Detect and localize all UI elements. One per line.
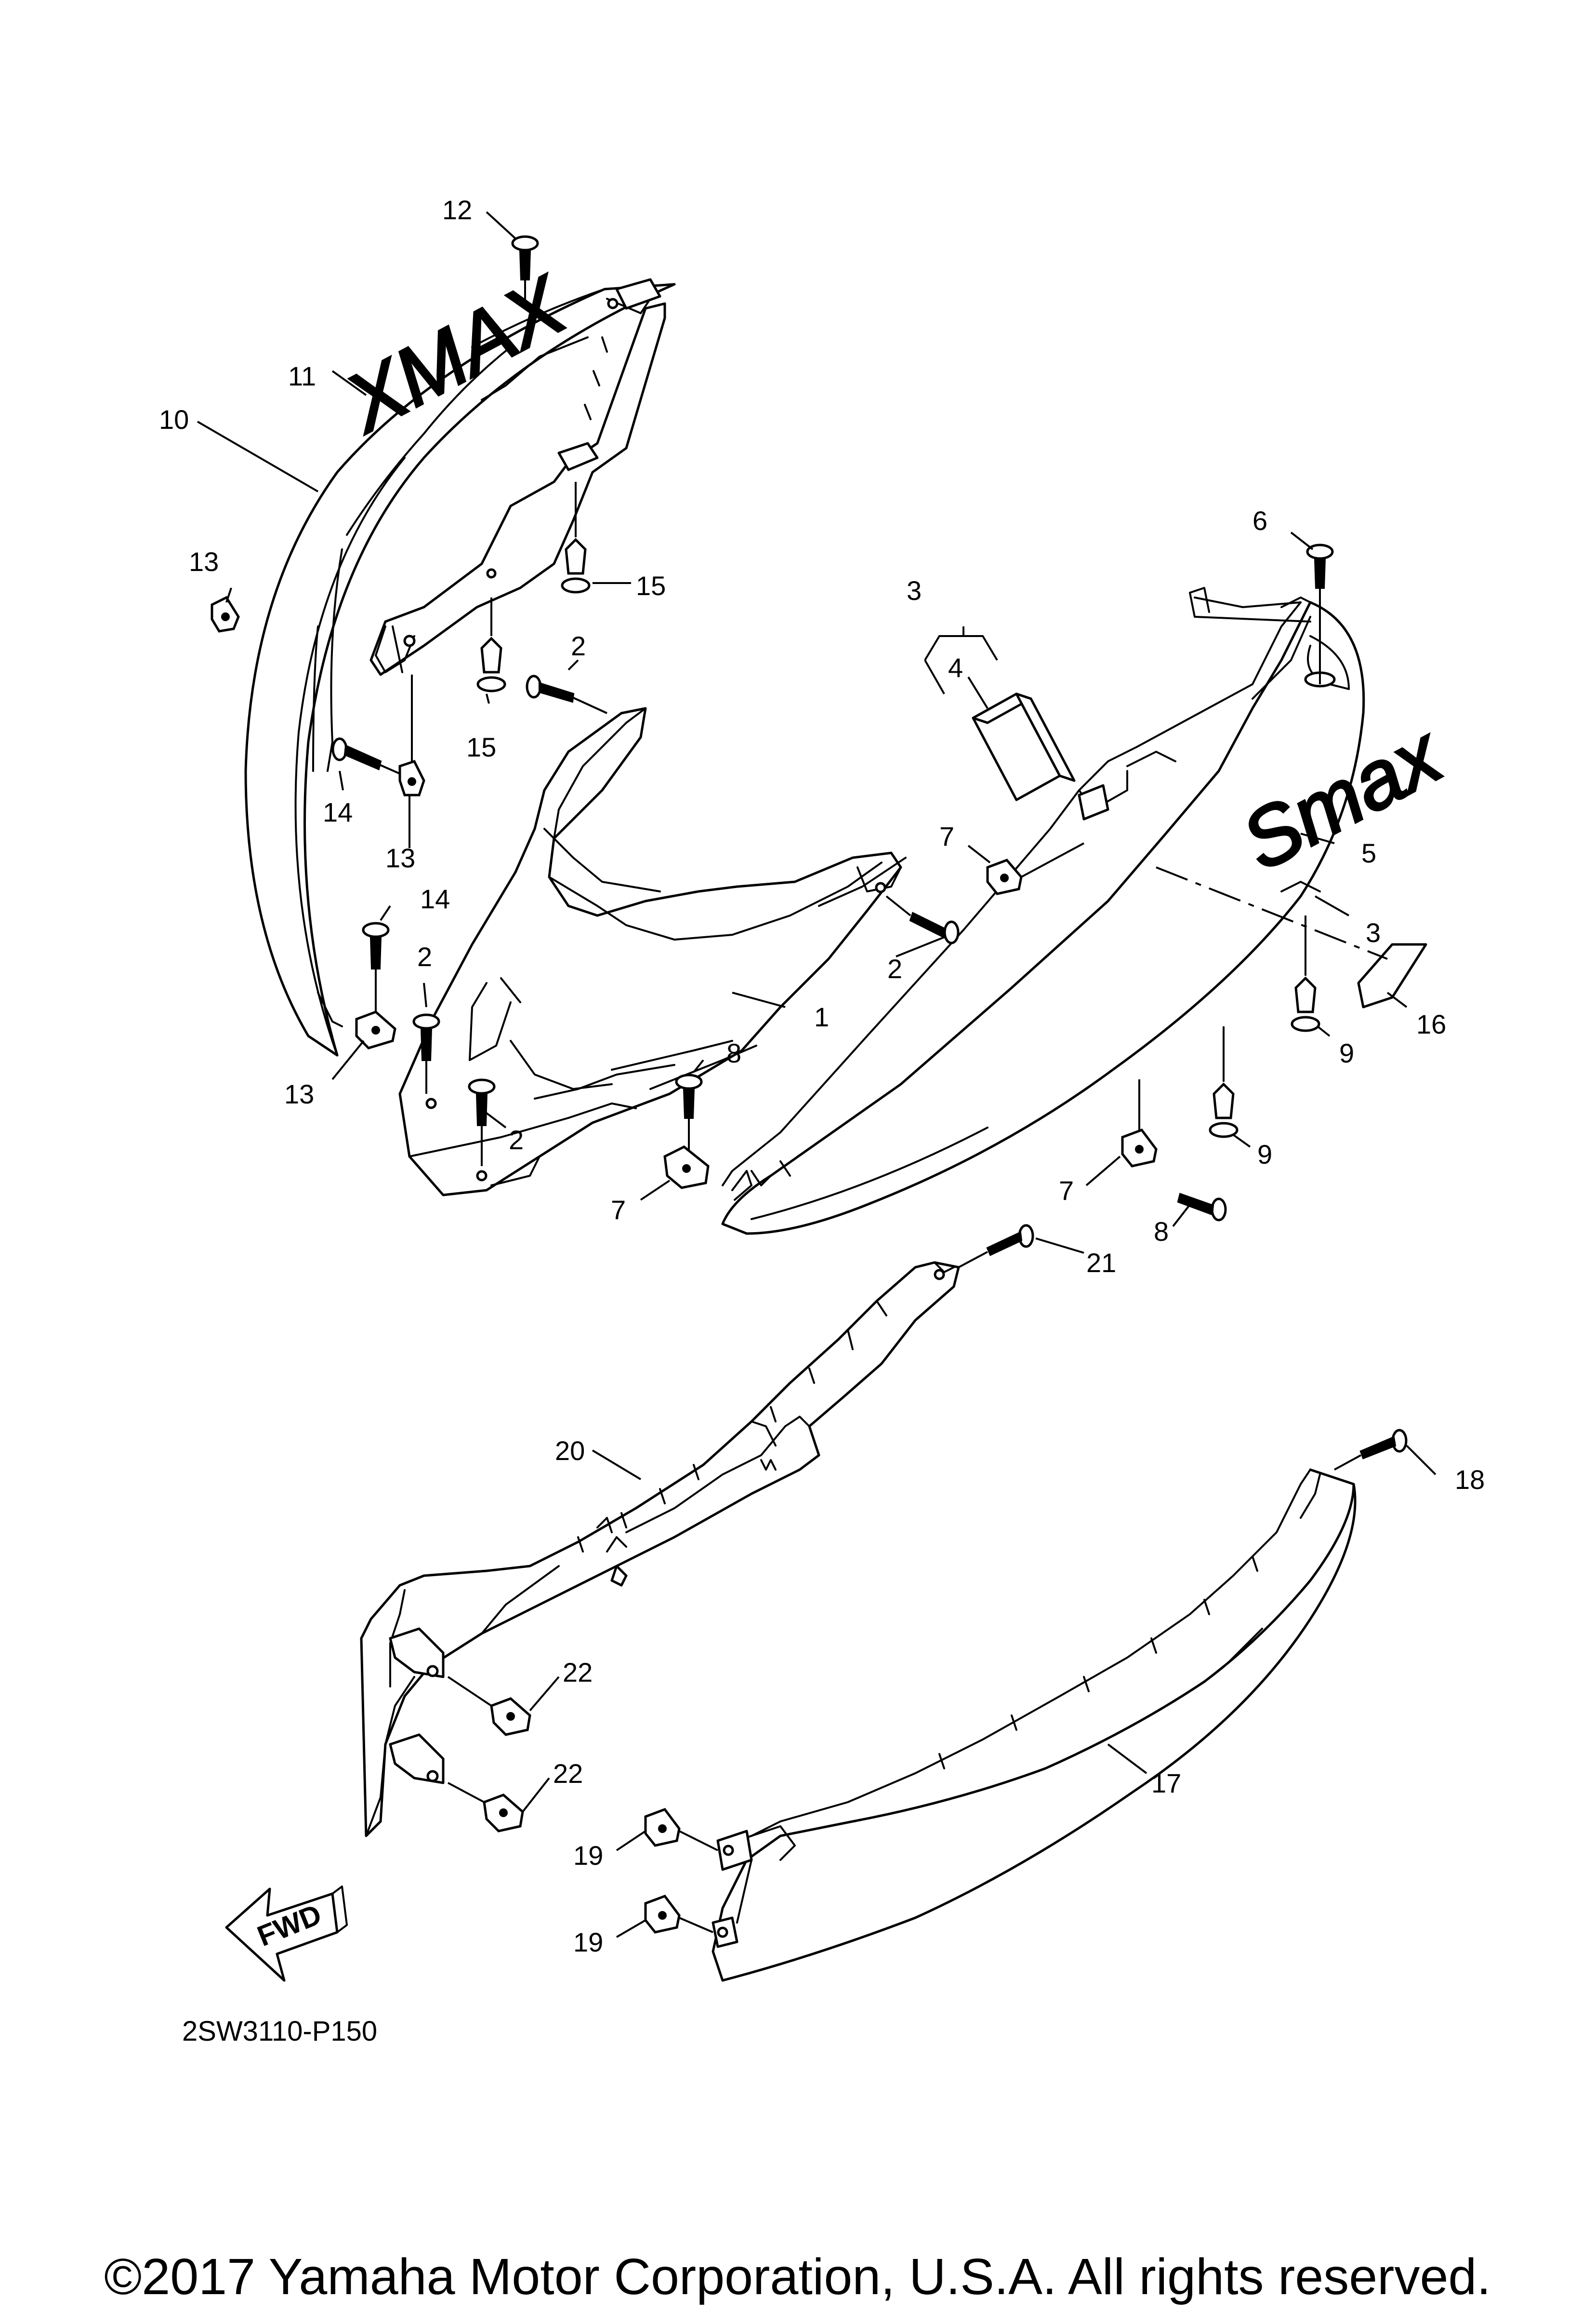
screw-14-lower: [362, 922, 390, 1017]
callout-numbers: 12 11 10 13 15 15 2 14 13 14 2 13 2 1 8 …: [159, 195, 1485, 1957]
clip-9-upper: [1291, 916, 1320, 1032]
callout-10: 10: [159, 404, 189, 435]
fwd-arrow-icon: FWD: [225, 1886, 348, 1982]
screw-2-mid: [412, 1013, 440, 1094]
diagram-code: 2SW3110-P150: [182, 2016, 377, 2047]
part-3-bracket-line: [924, 635, 998, 694]
callout-14-upper: 14: [323, 797, 353, 827]
callout-22-lower: 22: [553, 1758, 583, 1789]
callout-20: 20: [555, 1435, 585, 1466]
part-1-inner-panel: [398, 707, 907, 1196]
screw-21: [958, 1224, 1034, 1268]
callout-12: 12: [442, 195, 472, 225]
screw-2-low: [468, 1078, 496, 1166]
callout-8-left: 8: [726, 1038, 741, 1068]
nut-13-upper: [398, 675, 425, 797]
callout-9-lower: 9: [1257, 1139, 1272, 1169]
nut-19-upper: [644, 1808, 718, 1851]
callout-7-lower: 7: [1059, 1175, 1074, 1206]
screw-18: [1334, 1429, 1408, 1471]
callout-22-upper: 22: [563, 1657, 593, 1687]
callout-3-right: 3: [1366, 917, 1381, 948]
part-17-lower-cover: [712, 1468, 1357, 1982]
callout-7-left: 7: [611, 1195, 626, 1225]
screw-6: [1306, 544, 1334, 684]
part-4-label-block: [972, 692, 1076, 801]
screw-8-left: [675, 1074, 703, 1152]
callout-7-upper: 7: [939, 821, 954, 851]
nut-7-lower: [1121, 1079, 1158, 1168]
clip-9-lower: [1209, 1026, 1239, 1138]
callout-19-lower: 19: [573, 1927, 603, 1957]
screw-2-top: [526, 675, 607, 714]
callout-2-low: 2: [509, 1125, 524, 1155]
callout-13-mid: 13: [385, 843, 415, 873]
screw-12: [511, 235, 539, 304]
nut-7-left: [663, 1145, 710, 1189]
callout-9-upper: 9: [1339, 1038, 1354, 1068]
part-16-label-plate: [1156, 866, 1427, 1009]
nut-22-upper: [447, 1676, 531, 1736]
nut-13-lower: [355, 1010, 396, 1049]
part-20-lower-member: [360, 1261, 960, 1837]
part-10-front-panel: [244, 283, 676, 1057]
callout-21: 21: [1086, 1248, 1116, 1278]
callout-16: 16: [1416, 1009, 1446, 1039]
clip-15-lower: [476, 598, 506, 692]
part-10-inner-rail: [369, 278, 666, 676]
callout-15-lower: 15: [466, 732, 496, 762]
screw-8-right: [1177, 1193, 1227, 1222]
callout-19-upper: 19: [573, 1840, 603, 1871]
clip-15-upper: [561, 482, 591, 594]
callout-18: 18: [1455, 1464, 1485, 1495]
callout-6: 6: [1252, 505, 1267, 536]
leader-lines: [197, 211, 1437, 1938]
callout-2-right: 2: [887, 954, 902, 984]
callout-14-lower: 14: [420, 884, 450, 914]
callout-15-upper: 15: [636, 571, 666, 601]
callout-4: 4: [948, 652, 963, 683]
nut-13-top: [211, 596, 240, 633]
callout-5: 5: [1361, 838, 1376, 868]
callout-13-low: 13: [284, 1079, 314, 1109]
callout-2-mid: 2: [417, 942, 432, 972]
nut-19-lower: [644, 1895, 713, 1934]
nut-22-lower: [448, 1782, 524, 1833]
callout-17: 17: [1151, 1768, 1181, 1798]
nut-7-upper: [986, 842, 1084, 895]
screw-14-upper: [331, 737, 405, 777]
callout-11: 11: [288, 361, 316, 391]
callout-13-top: 13: [189, 546, 219, 577]
callout-8-right: 8: [1154, 1216, 1169, 1247]
callout-1: 1: [814, 1002, 829, 1032]
copyright-notice: ©2017 Yamaha Motor Corporation, U.S.A. A…: [104, 2248, 1491, 2305]
callout-2-top: 2: [571, 631, 586, 661]
screw-2-right: [885, 895, 960, 944]
callout-3-top: 3: [907, 575, 922, 606]
